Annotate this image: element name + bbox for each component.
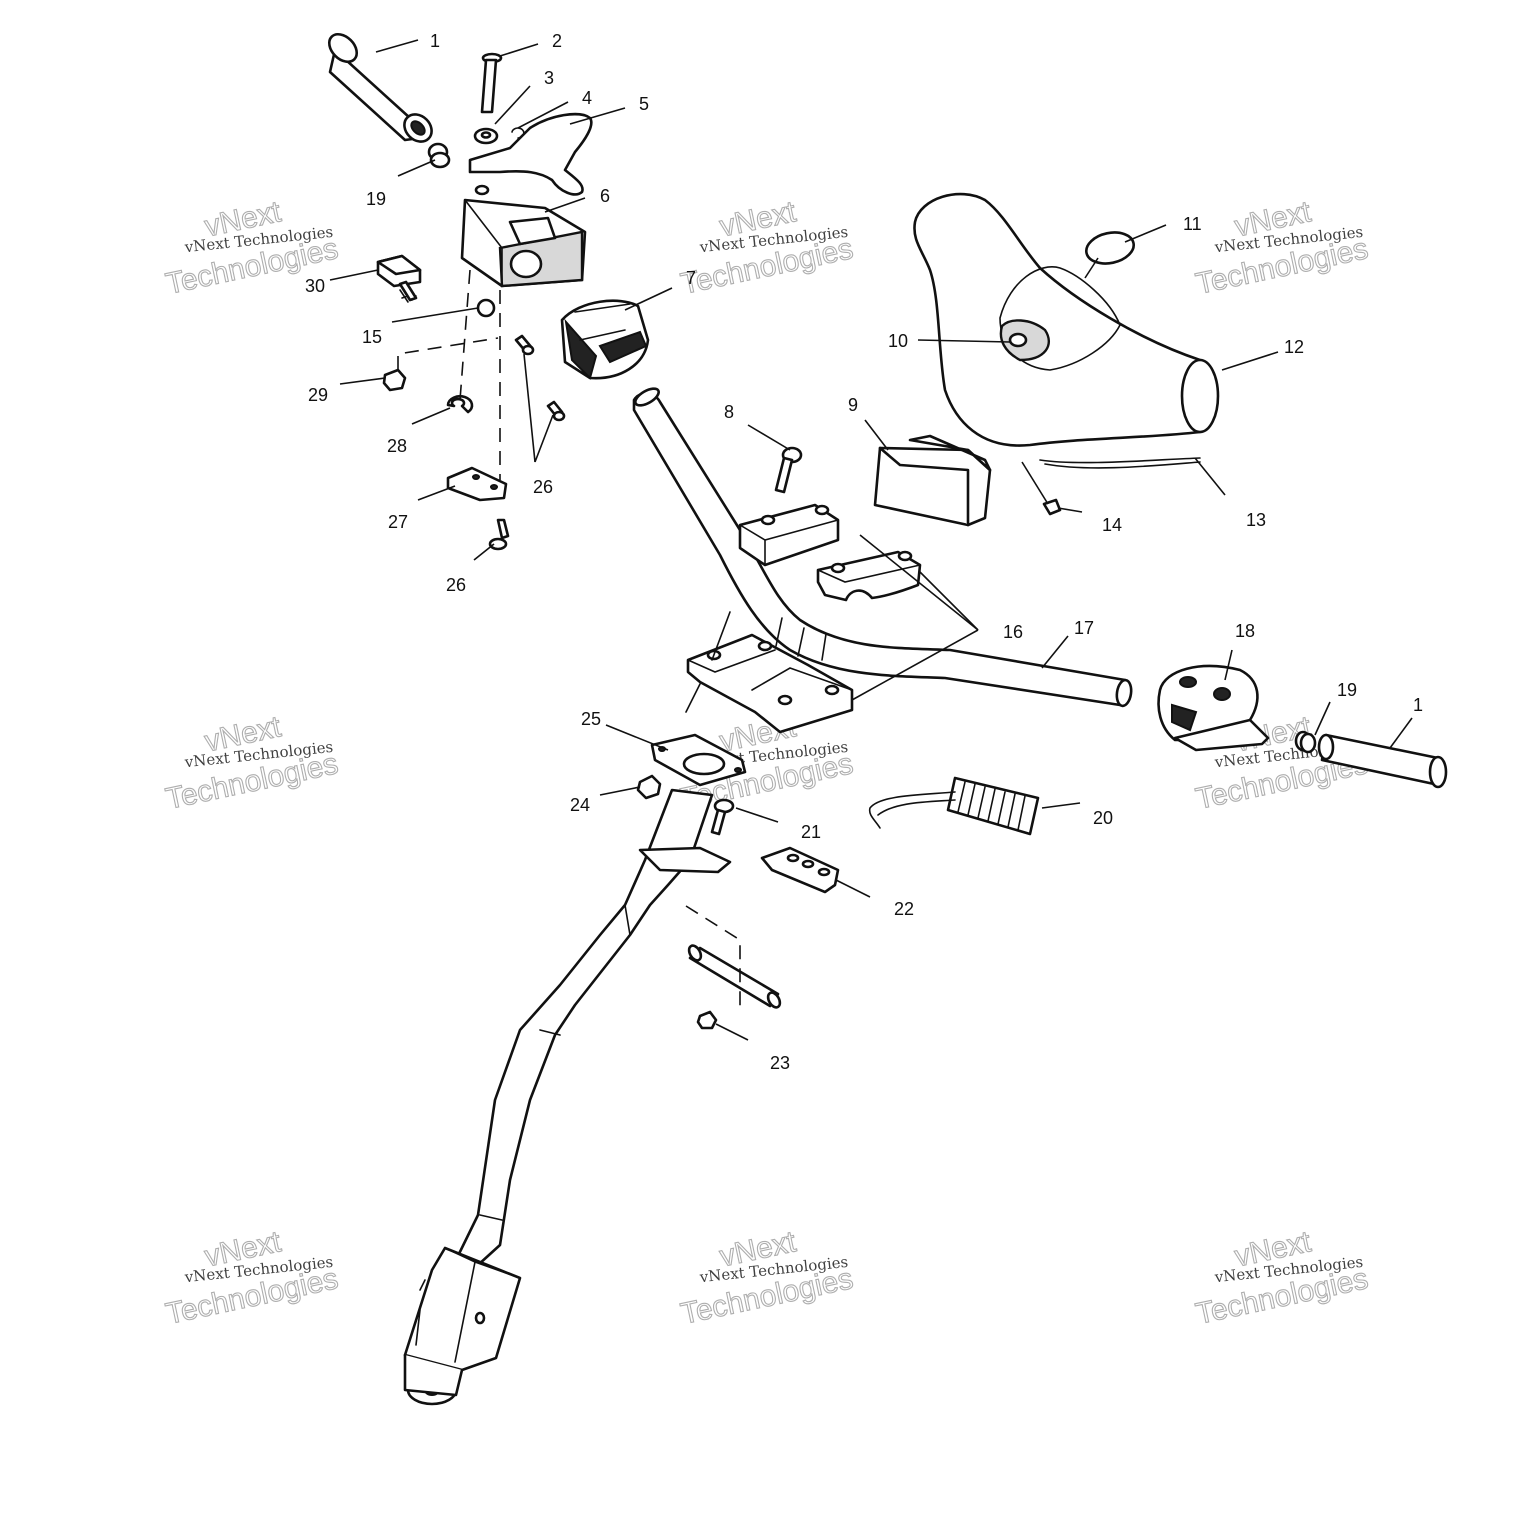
screw-26c <box>488 518 510 551</box>
callout-23: 23 <box>770 1053 790 1073</box>
callout-13: 13 <box>1246 510 1266 530</box>
callout-1: 1 <box>430 31 440 51</box>
pivot-pin <box>480 52 503 114</box>
callout-20: 20 <box>1093 808 1113 828</box>
adjust-screw <box>376 254 422 303</box>
callout-19-left: 19 <box>366 189 386 209</box>
callout-14: 14 <box>1102 515 1122 535</box>
callout-16: 16 <box>1003 622 1023 642</box>
callout-1-right: 1 <box>1413 695 1423 715</box>
callout-25: 25 <box>581 709 601 729</box>
grip-right <box>1317 733 1448 789</box>
callout-19-right: 19 <box>1337 680 1357 700</box>
upper-clamp-left <box>738 503 840 567</box>
callout-26-upper: 26 <box>533 477 553 497</box>
nut-24 <box>636 774 662 800</box>
watermark: vNext vNext Technologies Technologies <box>677 1225 856 1332</box>
watermark: vNext vNext Technologies Technologies <box>1192 1225 1371 1332</box>
callout-2: 2 <box>552 31 562 51</box>
throttle-housing <box>460 184 587 288</box>
callout-12: 12 <box>1284 337 1304 357</box>
leader-lines <box>329 39 1413 1041</box>
screw-26b <box>546 400 566 422</box>
washer <box>473 127 499 145</box>
callout-8: 8 <box>724 402 734 422</box>
nut-29 <box>382 368 407 392</box>
clamp-cover <box>873 434 992 527</box>
screw-21 <box>710 798 735 836</box>
callout-22: 22 <box>894 899 914 919</box>
cover-plate <box>446 466 508 502</box>
callout-26-lower: 26 <box>446 575 466 595</box>
watermark: vNext vNext Technologies Technologies <box>162 710 341 817</box>
callout-6: 6 <box>600 186 610 206</box>
watermark: vNext vNext Technologies Technologies <box>677 195 856 302</box>
sleeve <box>687 944 782 1009</box>
callout-30: 30 <box>305 276 325 296</box>
callout-27: 27 <box>388 512 408 532</box>
callout-29: 29 <box>308 385 328 405</box>
assembly-line <box>459 269 471 401</box>
end-plug-right <box>1294 730 1317 754</box>
callout-labels: 1 2 3 4 5 6 7 8 9 10 11 12 13 14 15 16 1… <box>305 31 1423 1073</box>
callout-17: 17 <box>1074 618 1094 638</box>
callout-21: 21 <box>801 822 821 842</box>
callout-9: 9 <box>848 395 858 415</box>
assembly-line <box>397 337 499 370</box>
right-switch-housing <box>1157 664 1270 752</box>
nut-23 <box>696 1010 718 1030</box>
callout-18: 18 <box>1235 621 1255 641</box>
upper-clamp-right <box>816 550 922 602</box>
grip-left <box>327 32 433 143</box>
callout-5: 5 <box>639 94 649 114</box>
lower-clamp <box>685 611 854 734</box>
watermark: vNext vNext Technologies Technologies <box>1192 195 1371 302</box>
pad-strap <box>1039 457 1201 469</box>
callout-24: 24 <box>570 795 590 815</box>
detent-ball <box>476 298 496 318</box>
callout-28: 28 <box>387 436 407 456</box>
clamp-bolt <box>774 446 803 494</box>
mounting-plate <box>650 733 747 787</box>
callout-11: 11 <box>1183 214 1202 234</box>
handlebar-pad <box>913 192 1220 447</box>
callout-3: 3 <box>544 68 554 88</box>
pad-decal <box>1085 231 1135 265</box>
watermark: vNext vNext Technologies Technologies <box>162 1225 341 1332</box>
screw-26a <box>514 334 535 356</box>
grip-heater <box>868 776 1040 836</box>
e-clip-28 <box>446 395 474 414</box>
callout-15: 15 <box>362 327 382 347</box>
throttle-lever <box>468 112 593 196</box>
callout-4: 4 <box>582 88 592 108</box>
end-plug-left <box>427 142 451 169</box>
callout-7: 7 <box>686 268 696 288</box>
steering-column <box>403 788 732 1406</box>
switch-housing <box>560 299 650 380</box>
callout-10: 10 <box>888 331 908 351</box>
bracket <box>760 846 840 894</box>
